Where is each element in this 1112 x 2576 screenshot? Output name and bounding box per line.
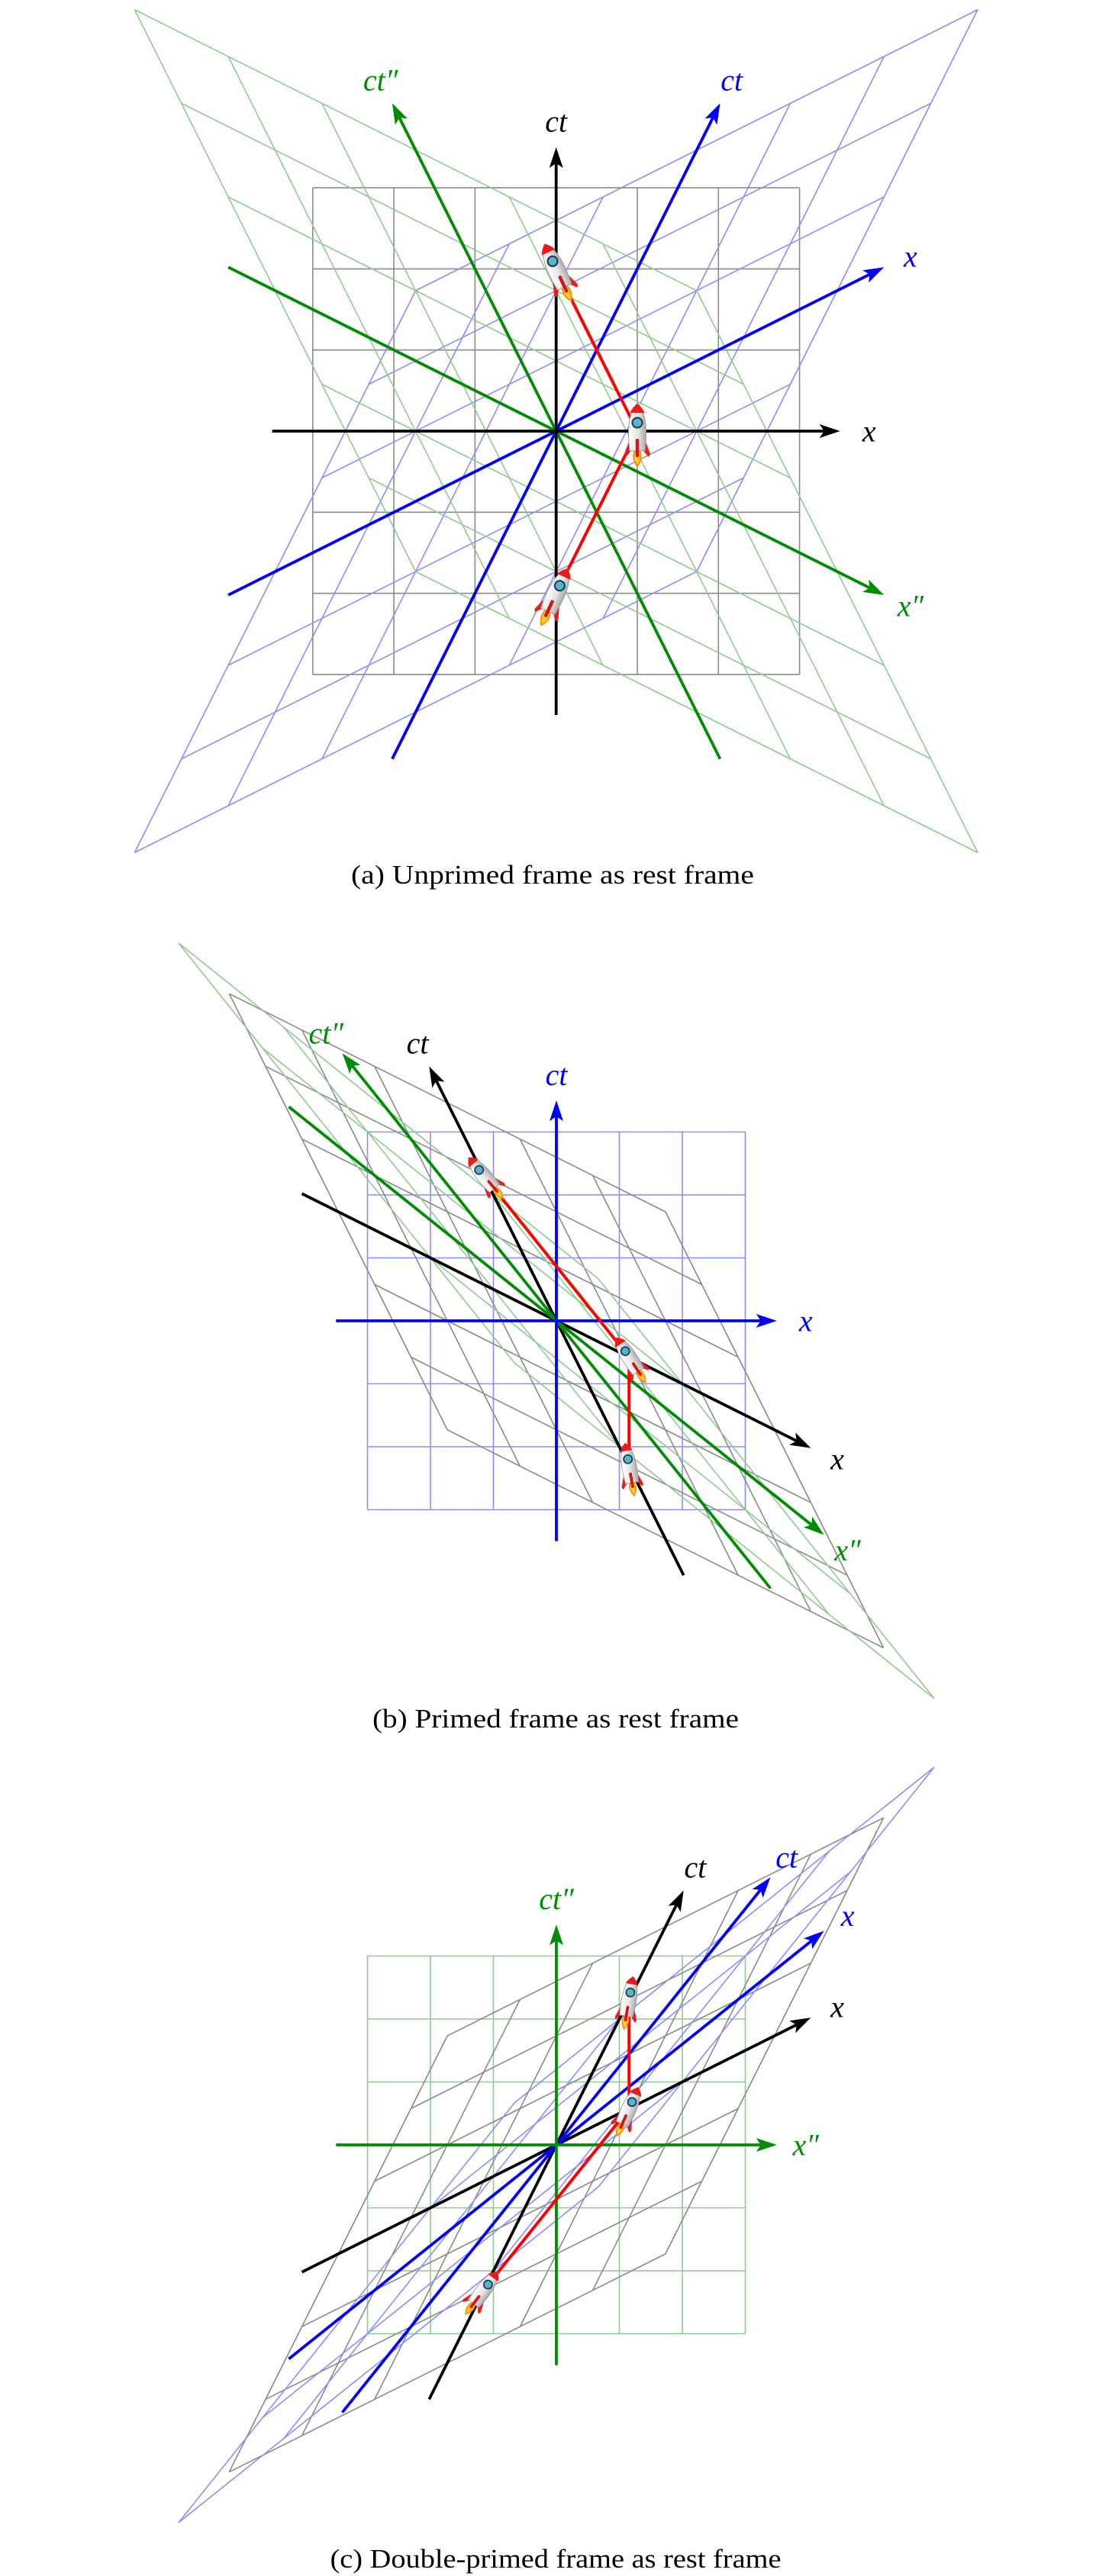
x-axis-unprimed <box>272 424 840 438</box>
worldline-segment <box>482 1174 630 1358</box>
x-axis-primed <box>227 267 885 597</box>
x-axis-label-primed: x <box>798 1304 813 1338</box>
x-axis-double_primed-line <box>288 1106 814 1528</box>
arrowhead-icon <box>819 424 840 438</box>
rocket-worldline <box>482 1999 631 2291</box>
ct-axis-label-double_primed: ct″ <box>539 1882 575 1916</box>
panel-b: ct x ct″ x″ ct x <box>178 942 935 1699</box>
ct-axis-label-unprimed: ct <box>545 104 568 138</box>
ct-axis-double_primed-line <box>350 1063 772 1589</box>
axis-layer <box>288 1877 824 2413</box>
caption-b: (b) Primed frame as rest frame <box>372 1704 739 1734</box>
ct-axis-primed-line <box>391 114 716 760</box>
ct-axis-label-unprimed: ct <box>407 1026 430 1061</box>
ct-axis-double_primed-line <box>397 114 722 760</box>
ct-axis-double_primed <box>550 1924 563 2365</box>
ct-axis-label-unprimed: ct <box>684 1850 707 1885</box>
arrowhead-icon <box>550 1100 563 1122</box>
x-axis-label-double_primed: x″ <box>833 1533 862 1567</box>
arrowhead-icon <box>756 2138 777 2152</box>
rocket-icon <box>541 243 578 302</box>
arrowhead-icon <box>429 1066 445 1088</box>
rocket-icon <box>620 1442 643 1497</box>
caption-c: (c) Double-primed frame as rest frame <box>330 2544 782 2574</box>
x-axis-primed-line <box>288 1938 814 2360</box>
x-axis-double_primed <box>288 1106 824 1535</box>
ct-axis-primed <box>550 1100 563 1541</box>
arrowhead-icon <box>549 147 563 168</box>
arrowhead-icon <box>756 1314 777 1328</box>
rocket-icon <box>534 568 571 626</box>
x-axis-label-primed: x <box>840 1898 855 1933</box>
arrowhead-icon <box>392 103 408 125</box>
arrowhead-icon <box>862 267 885 283</box>
arrowhead-icon <box>789 2017 811 2033</box>
arrowhead-icon <box>862 579 885 595</box>
x-axis-label-double_primed: x″ <box>792 2128 820 2162</box>
arrowhead-icon <box>789 1432 811 1448</box>
rocket-icon <box>463 2271 499 2315</box>
worldline-segment <box>554 430 639 594</box>
x-axis-double_primed-line <box>227 266 873 591</box>
rocket-icon <box>468 1157 506 1199</box>
x-axis-double_primed <box>336 2138 777 2152</box>
x-axis-label-unprimed: x <box>862 414 876 449</box>
x-axis-label-unprimed: x <box>830 1442 844 1476</box>
ct-axis-label-primed: ct <box>775 1840 798 1874</box>
ct-axis-primed <box>391 103 720 760</box>
rocket-icon <box>624 403 650 468</box>
caption-a: (a) Unprimed frame as rest frame <box>351 860 754 890</box>
axis-label-layer: ct x ct″ x″ ct x <box>308 1016 862 1567</box>
ct-axis-label-double_primed: ct″ <box>363 63 399 97</box>
rocket-icon <box>611 2086 641 2137</box>
panel-a: ct x ct″ x″ ct x <box>134 8 978 854</box>
rocket-icon <box>614 1975 638 2030</box>
x-axis-primed <box>288 1930 824 2360</box>
x-axis-label-unprimed: x <box>830 1989 844 2024</box>
arrowhead-icon <box>752 1877 771 1898</box>
arrowhead-icon <box>803 1516 824 1535</box>
worldline-segment <box>482 2107 630 2291</box>
x-axis-double_primed <box>227 266 885 595</box>
ct-axis-double_primed <box>392 103 722 760</box>
ct-axis-primed-line <box>341 1887 763 2413</box>
ct-axis-label-double_primed: ct″ <box>308 1016 344 1050</box>
arrowhead-icon <box>342 1053 361 1074</box>
ct-axis-label-primed: ct <box>546 1058 569 1092</box>
x-axis-label-double_primed: x″ <box>897 589 925 623</box>
ct-axis-double_primed <box>342 1053 772 1589</box>
rocket-icon <box>614 1337 649 1383</box>
arrowhead-icon <box>803 1930 824 1950</box>
axis-layer <box>227 103 885 760</box>
axis-label-layer: ct x ct x ct″ x″ <box>539 1840 854 2162</box>
x-axis-primed-line <box>227 272 873 597</box>
ct-axis-label-primed: ct <box>720 63 743 97</box>
ct-axis-primed <box>341 1877 771 2413</box>
x-axis-primed <box>336 1314 777 1328</box>
panel-c: ct x ct x ct″ x″ <box>178 1766 935 2523</box>
axis-label-layer: ct x ct″ x″ ct x <box>363 63 925 623</box>
arrowhead-icon <box>704 103 720 125</box>
x-axis-label-primed: x <box>903 239 917 273</box>
arrowhead-icon <box>550 1924 563 1946</box>
arrowhead-icon <box>668 1890 684 1912</box>
